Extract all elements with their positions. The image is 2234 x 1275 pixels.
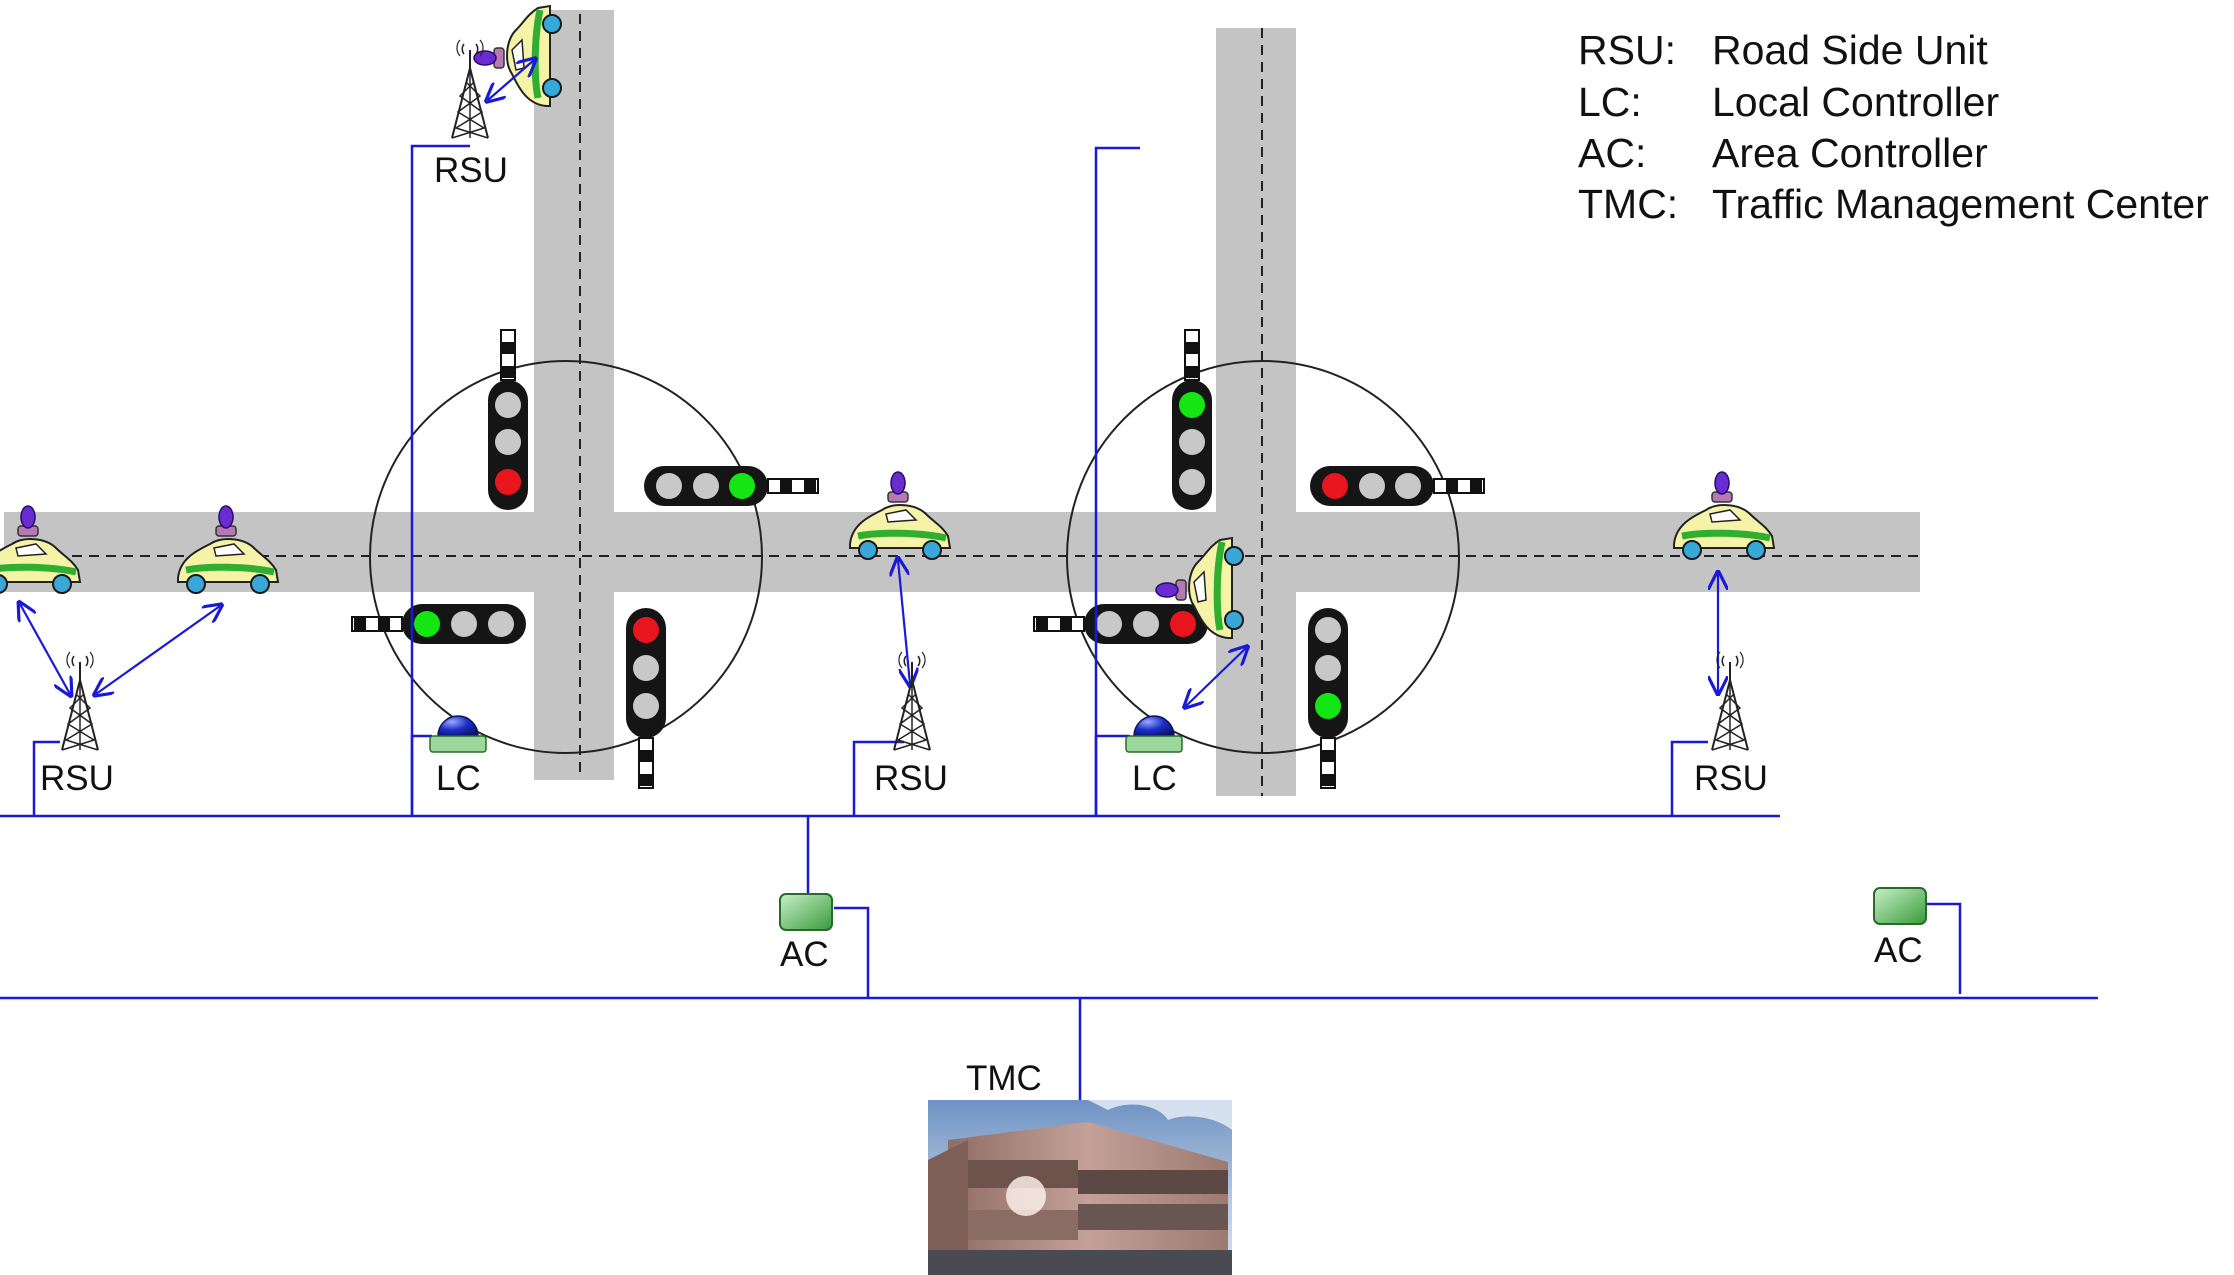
rsu-label: RSU — [434, 151, 508, 190]
traffic-light-icon — [488, 330, 528, 510]
rsu-label: RSU — [1694, 759, 1768, 798]
lc-label: LC — [1132, 759, 1177, 798]
controller-box-icon — [780, 894, 832, 930]
left-vertical-road — [534, 10, 614, 780]
legend-abbr: LC: — [1578, 79, 1642, 125]
legend-abbr: AC: — [1578, 130, 1646, 176]
legend-full: Road Side Unit — [1712, 27, 1988, 73]
legend-abbr: RSU: — [1578, 27, 1676, 73]
main-horizontal-road — [4, 512, 1920, 592]
traffic-light-icon — [626, 608, 666, 788]
legend-abbr: TMC: — [1578, 181, 1678, 227]
traffic-light-icon — [1172, 330, 1212, 510]
legend-full: Area Controller — [1712, 130, 1988, 176]
diagram-labels: RSU RSU LC RSU LC RSU AC AC TMC — [40, 151, 1923, 1098]
rsu-label: RSU — [40, 759, 114, 798]
traffic-light-icon — [1308, 608, 1348, 788]
legend-full: Local Controller — [1712, 79, 1999, 125]
wireless-links — [20, 60, 1718, 706]
tmc-label: TMC — [966, 1059, 1042, 1098]
antenna-tower-icon — [62, 652, 98, 750]
traffic-light-icon — [1310, 466, 1484, 506]
legend: RSU: Road Side Unit LC: Local Controller… — [1578, 27, 2209, 227]
car-icon — [474, 6, 561, 106]
roads — [4, 10, 1920, 796]
controller-box-icon — [1874, 888, 1926, 924]
ac-label: AC — [1874, 931, 1923, 970]
traffic-light-icon — [1034, 604, 1208, 644]
beacon-icon — [430, 716, 486, 752]
antenna-tower-icon — [894, 652, 930, 750]
lc-label: LC — [436, 759, 481, 798]
rsu-label: RSU — [874, 759, 948, 798]
building-photo-icon — [928, 1100, 1232, 1275]
legend-full: Traffic Management Center — [1712, 181, 2209, 227]
ac-label: AC — [780, 935, 829, 974]
traffic-light-icon — [644, 466, 818, 506]
right-vertical-road — [1216, 28, 1296, 796]
beacon-icon — [1126, 716, 1182, 752]
